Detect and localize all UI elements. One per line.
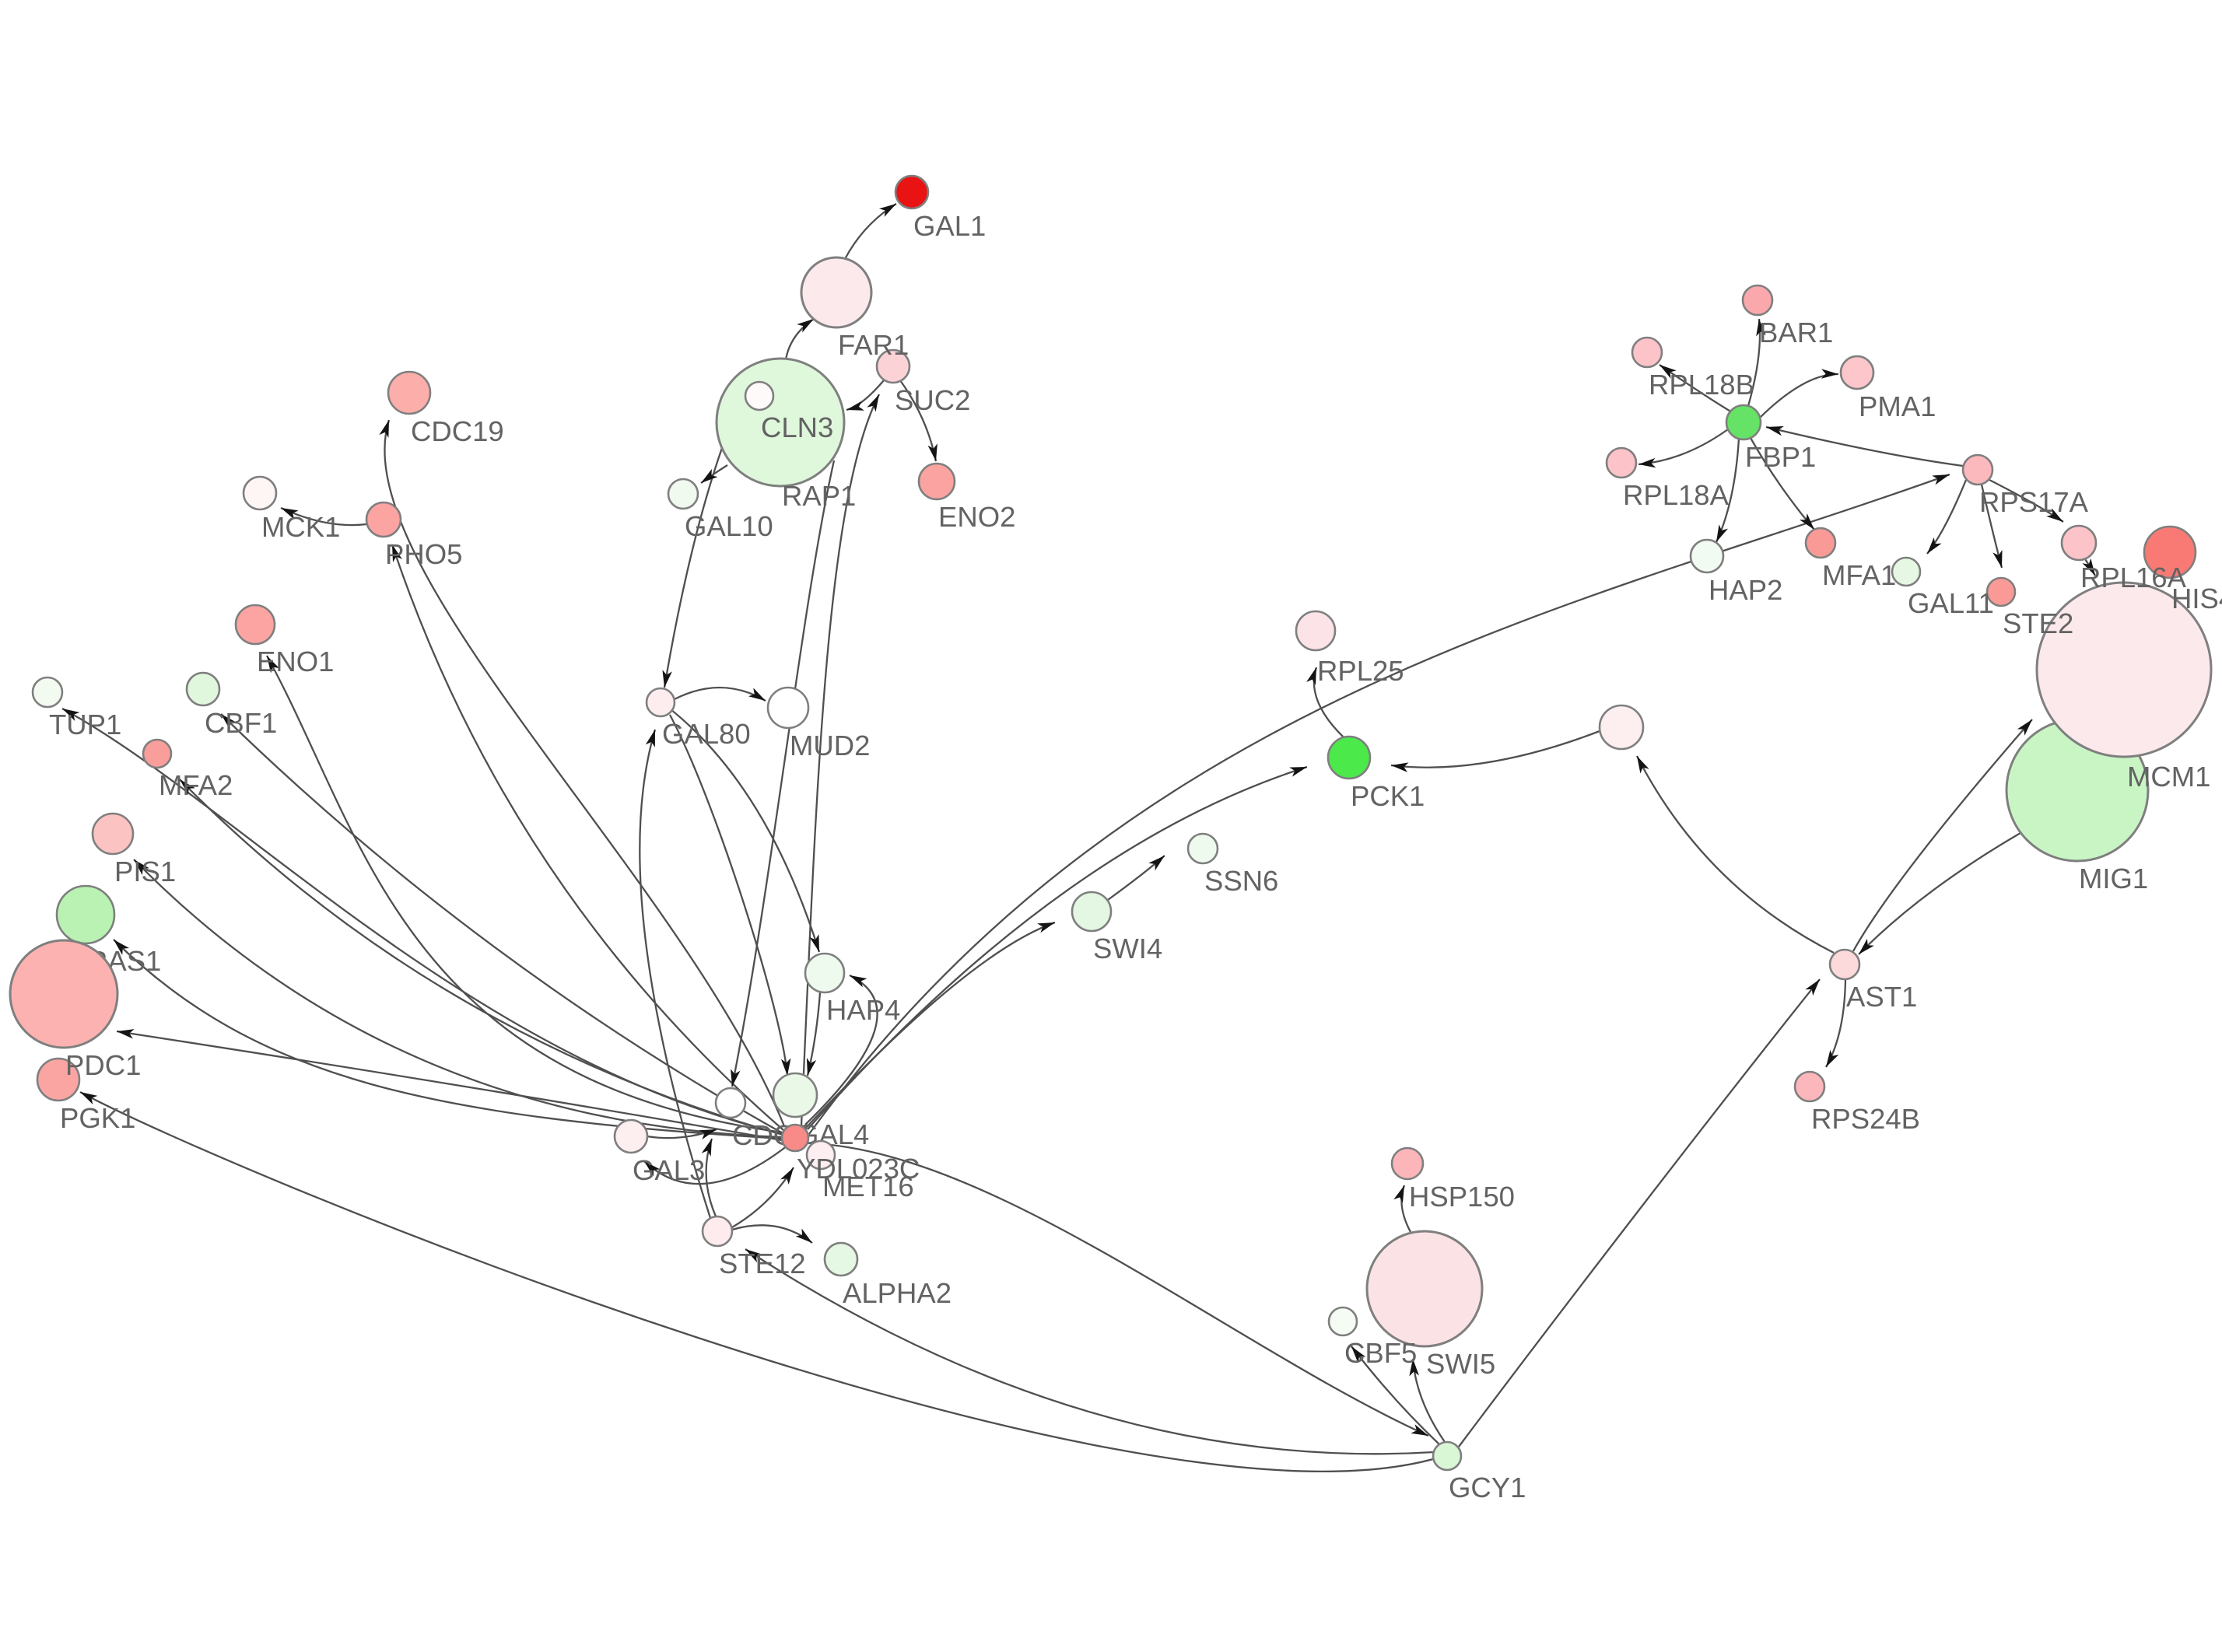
svg-text:FBP1: FBP1 [1745,441,1816,473]
svg-text:GAL80: GAL80 [662,718,751,750]
svg-text:RPL18A: RPL18A [1623,479,1730,511]
svg-text:RPL18B: RPL18B [1649,369,1754,401]
svg-text:PDC1: PDC1 [65,1049,141,1081]
svg-text:PGK1: PGK1 [60,1102,135,1134]
svg-text:MFA2: MFA2 [159,769,233,801]
svg-text:MCK1: MCK1 [261,511,340,543]
svg-text:CBF1: CBF1 [205,707,277,739]
svg-text:PIS1: PIS1 [114,856,176,887]
svg-text:SWI5: SWI5 [1426,1348,1495,1380]
svg-text:HAP2: HAP2 [1709,574,1782,606]
svg-text:GAL3: GAL3 [633,1154,705,1186]
svg-text:MET16: MET16 [822,1171,914,1202]
svg-text:CBF5: CBF5 [1344,1337,1417,1369]
svg-text:RPS17A: RPS17A [1979,486,2089,518]
svg-text:ENO1: ENO1 [257,646,334,677]
svg-text:GCY1: GCY1 [1449,1472,1526,1503]
svg-text:BAR1: BAR1 [1759,317,1833,348]
svg-text:GAL1: GAL1 [913,210,986,242]
svg-text:HSP150: HSP150 [1409,1181,1515,1213]
svg-text:FAR1: FAR1 [838,329,909,361]
svg-text:GAL11: GAL11 [1908,587,1994,619]
svg-text:PCK1: PCK1 [1351,780,1425,812]
svg-text:CLN3: CLN3 [761,411,833,443]
svg-text:ENO2: ENO2 [938,501,1015,533]
svg-text:STE2: STE2 [2003,607,2073,639]
svg-text:CDC19: CDC19 [411,415,504,447]
svg-text:AST1: AST1 [1846,981,1917,1013]
svg-text:PHO5: PHO5 [385,538,462,570]
svg-text:YDL023C: YDL023C [797,1153,920,1185]
svg-text:SWI4: SWI4 [1093,933,1162,964]
svg-text:RPL25: RPL25 [1317,655,1404,687]
svg-text:SUC2: SUC2 [895,384,970,416]
svg-text:RPS24B: RPS24B [1811,1103,1920,1135]
svg-text:PMA1: PMA1 [1859,390,1936,422]
svg-text:MIG1: MIG1 [2079,863,2148,894]
svg-text:TUP1: TUP1 [49,709,121,740]
svg-text:RAP1: RAP1 [782,480,856,512]
svg-text:HAP4: HAP4 [826,994,900,1026]
svg-text:ALPHA2: ALPHA2 [843,1277,952,1309]
svg-text:MUD2: MUD2 [790,730,870,761]
svg-text:HIS4: HIS4 [2171,583,2222,614]
svg-text:STE12: STE12 [719,1248,806,1279]
svg-text:MCM1: MCM1 [2127,761,2210,793]
svg-text:GAL10: GAL10 [685,510,773,542]
svg-text:MFA1: MFA1 [1822,559,1896,591]
svg-text:RPL16A: RPL16A [2080,562,2187,593]
svg-text:SSN6: SSN6 [1204,865,1278,897]
